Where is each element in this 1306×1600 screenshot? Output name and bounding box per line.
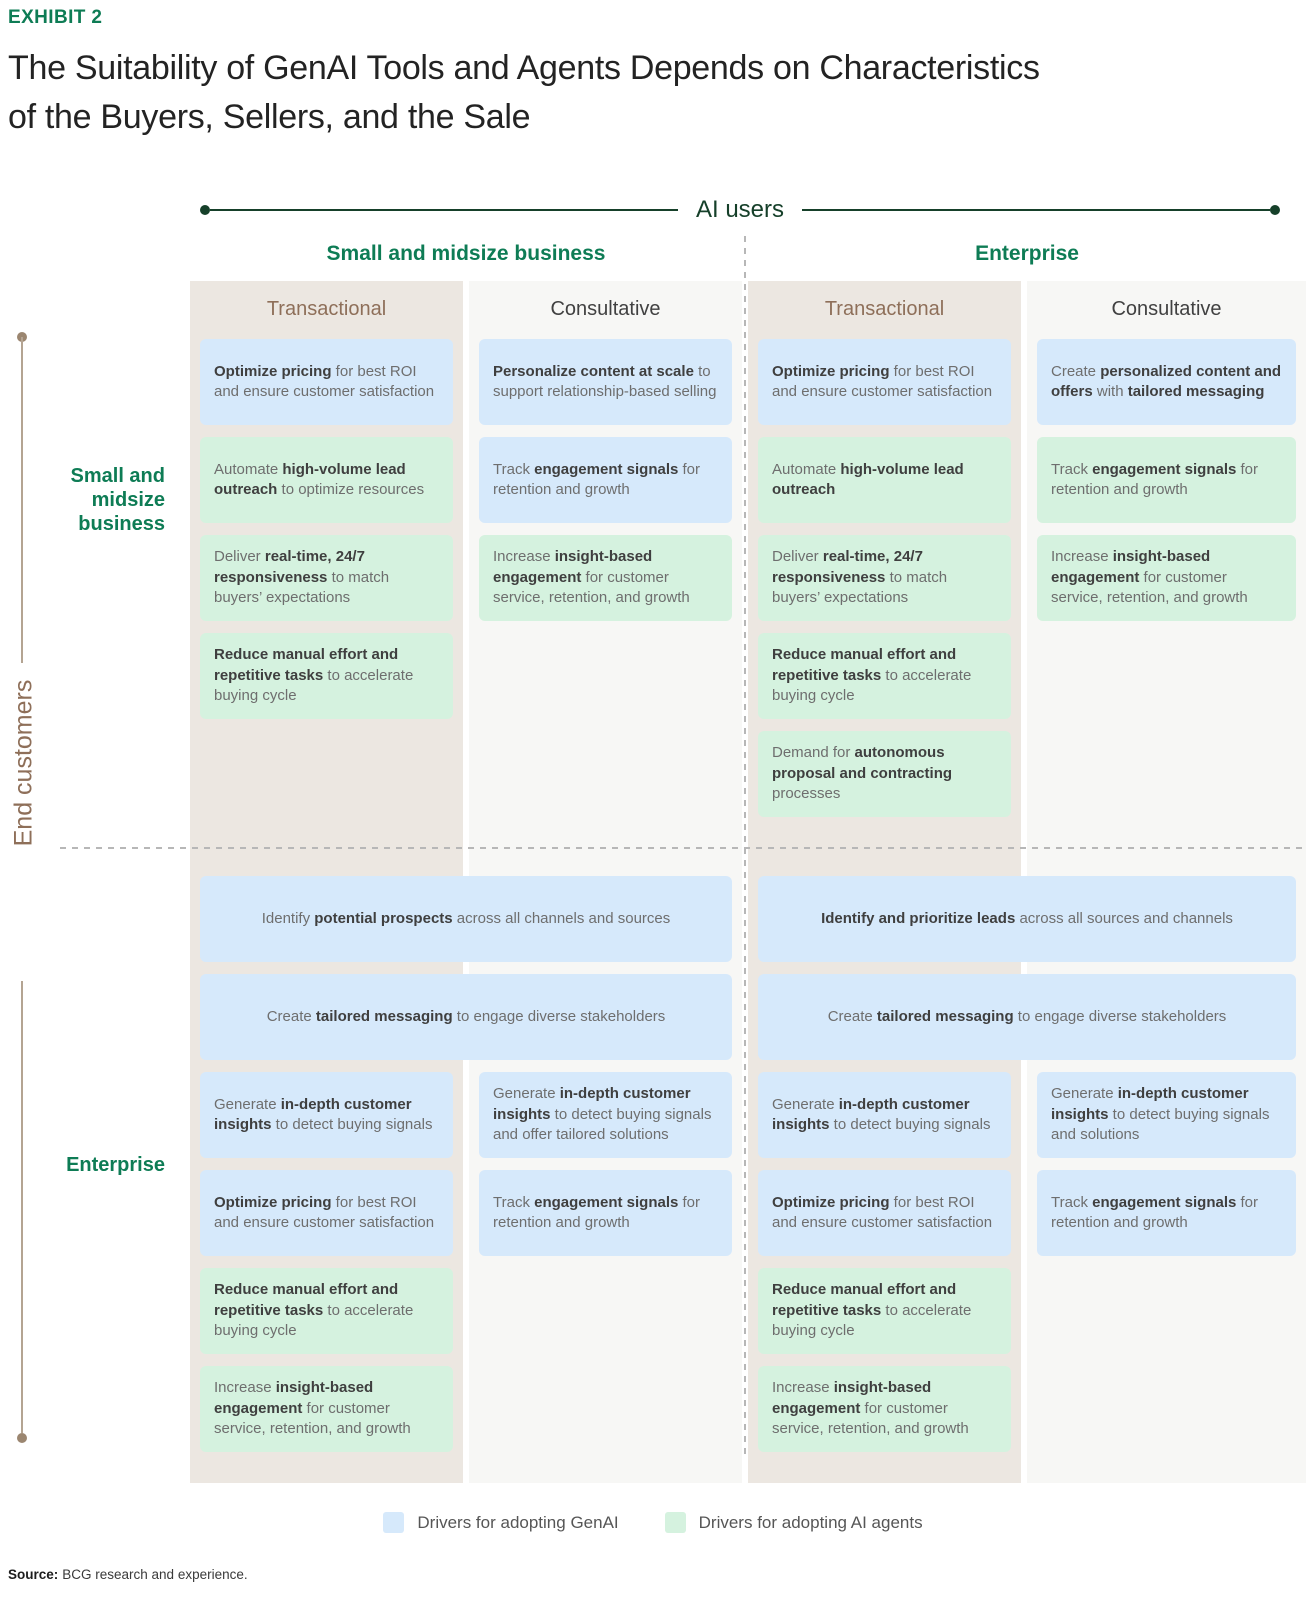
matrix-cell: Optimize pricing for best ROI and ensure… [758,339,1011,425]
matrix-cell: Create tailored messaging to engage dive… [200,974,732,1060]
legend-item-ai-agents: Drivers for adopting AI agents [664,1512,923,1533]
matrix-cell: Personalize content at scale to support … [479,339,732,425]
column-group-header-smb: Small and midsize business [326,242,606,265]
matrix-cell: Reduce manual effort and repetitive task… [200,633,453,719]
smb-customers-grid: Optimize pricing for best ROI and ensure… [190,339,1306,817]
matrix-cell: Deliver real-time, 24/7 responsiveness t… [758,535,1011,621]
column-header-enterprise-consultative: Consultative [1111,297,1222,320]
genai-swatch-icon [383,1512,405,1533]
horizontal-dashed-divider [60,847,1306,849]
matrix-cell: Create tailored messaging to engage dive… [758,974,1296,1060]
column-header-smb-transactional: Transactional [266,297,387,320]
matrix-cell: Generate in-depth customer insights to d… [200,1072,453,1158]
legend: Drivers for adopting GenAI Drivers for a… [0,1512,1306,1533]
ai-agents-swatch-icon [664,1512,686,1533]
source-prefix: Source: [8,1567,59,1582]
matrix-cell: Increase insight-based engagement for cu… [479,535,732,621]
axis-endpoint-dot-right [1270,205,1280,215]
matrix-cell: Optimize pricing for best ROI and ensure… [758,1170,1011,1256]
matrix-cell: Reduce manual effort and repetitive task… [200,1268,453,1354]
column-group-header-enterprise: Enterprise [975,242,1079,265]
matrix-cell: Optimize pricing for best ROI and ensure… [200,339,453,425]
axis-endpoint-dot-left [200,205,210,215]
matrix-cell: Increase insight-based engagement for cu… [200,1366,453,1452]
matrix-cell: Track engagement signals for retention a… [479,1170,732,1256]
matrix-cell: Create personalized content and offers w… [1037,339,1296,425]
ai-users-label: AI users [695,196,785,223]
column-header-smb-consultative: Consultative [550,297,661,320]
matrix-cell: Increase insight-based engagement for cu… [758,1366,1011,1452]
left-axis-dot-bottom [17,1433,27,1443]
source-note: Source:BCG research and experience. [8,1567,248,1582]
matrix-cell: Reduce manual effort and repetitive task… [758,1268,1011,1354]
row-label-enterprise: Enterprise [66,1154,165,1176]
axis-line-left [210,209,678,211]
axis-line-right [802,209,1270,211]
legend-item-genai: Drivers for adopting GenAI [383,1512,619,1533]
matrix-board: Transactional Consultative Transactional… [190,281,1306,1483]
row-label-smb: Small and midsize business [70,465,165,535]
matrix-cell: Generate in-depth customer insights to d… [479,1072,732,1158]
matrix-cell: Automate high-volume lead outreach to op… [200,437,453,523]
column-headers-row: Transactional Consultative Transactional… [190,281,1306,337]
matrix-cell: Identify potential prospects across all … [200,876,732,962]
left-axis-line-bottom [21,981,23,1433]
legend-label-genai: Drivers for adopting GenAI [417,1512,619,1532]
source-text: BCG research and experience. [62,1567,248,1582]
matrix-cell: Generate in-depth customer insights to d… [1037,1072,1296,1158]
end-customers-label: End customers [9,679,38,847]
matrix-cell: Track engagement signals for retention a… [1037,437,1296,523]
column-header-enterprise-transactional: Transactional [824,297,945,320]
enterprise-customers-grid: Identify potential prospects across all … [190,876,1306,1452]
exhibit-label: EXHIBIT 2 [8,7,103,28]
matrix-cell: Track engagement signals for retention a… [479,437,732,523]
matrix-cell: Generate in-depth customer insights to d… [758,1072,1011,1158]
left-axis-line-top [21,337,23,663]
matrix-cell: Track engagement signals for retention a… [1037,1170,1296,1256]
matrix-cell: Automate high-volume lead outreach [758,437,1011,523]
matrix-cell: Identify and prioritize leads across all… [758,876,1296,962]
matrix-cell: Deliver real-time, 24/7 responsiveness t… [200,535,453,621]
matrix-cell: Demand for autonomous proposal and contr… [758,731,1011,817]
page-title: The Suitability of GenAI Tools and Agent… [8,49,1040,136]
legend-label-ai-agents: Drivers for adopting AI agents [698,1512,923,1532]
matrix-cell: Increase insight-based engagement for cu… [1037,535,1296,621]
matrix-cell: Reduce manual effort and repetitive task… [758,633,1011,719]
ai-users-axis: AI users [200,196,1280,224]
matrix-cell: Optimize pricing for best ROI and ensure… [200,1170,453,1256]
